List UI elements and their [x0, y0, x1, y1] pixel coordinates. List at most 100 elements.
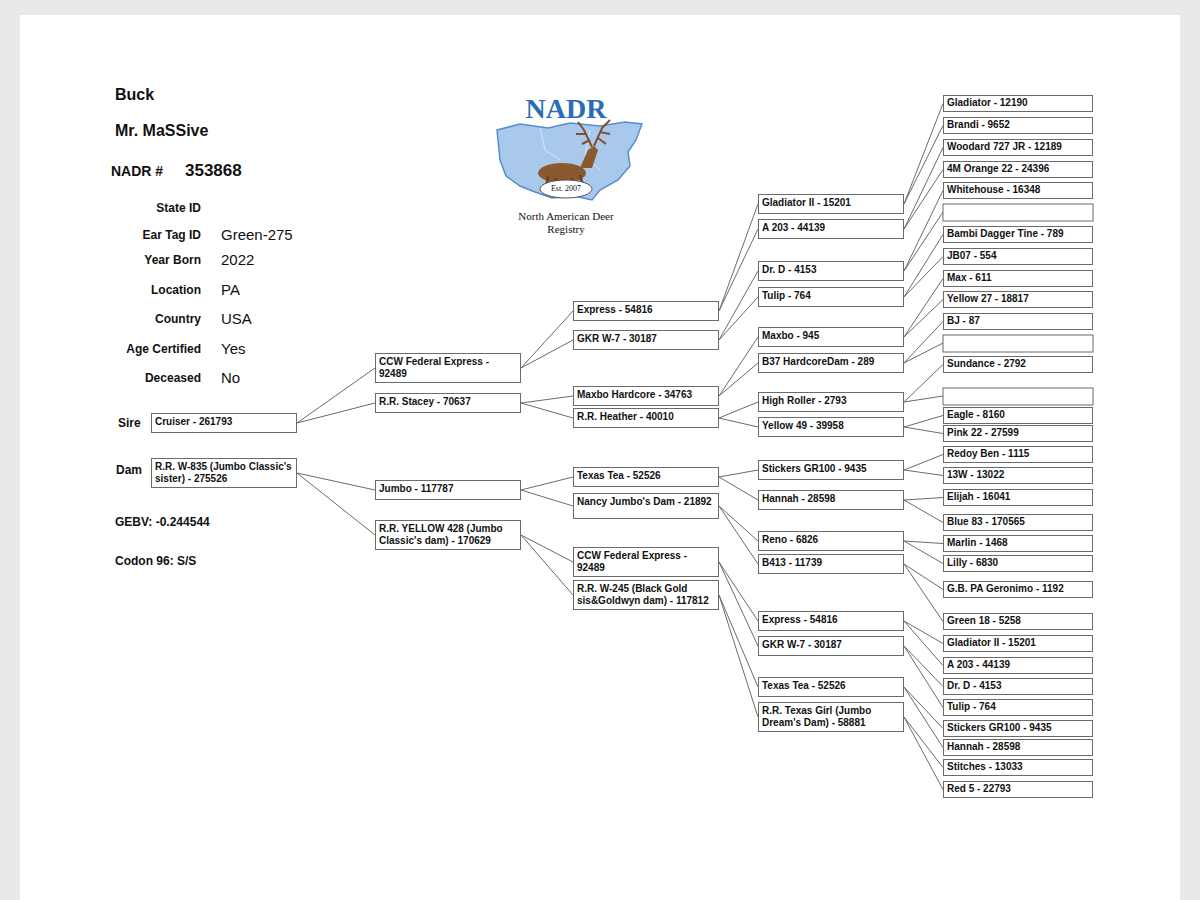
- registry-logo: [497, 120, 642, 200]
- info-label: Country: [155, 312, 201, 326]
- pedigree-line: [904, 427, 943, 434]
- pedigree-box: Stickers GR100 - 9435: [943, 720, 1093, 737]
- animal-name: JB07 - 554: [947, 250, 996, 261]
- info-label: Green-275: [221, 226, 293, 243]
- pedigree-line: [904, 687, 943, 729]
- pedigree-line: [719, 506, 758, 564]
- pedigree-line: [521, 535, 573, 562]
- pedigree-box: Pink 22 - 27599: [943, 425, 1093, 442]
- pedigree-line: [719, 477, 758, 500]
- animal-name: Jumbo - 117787: [379, 483, 453, 494]
- animal-name: Cruiser - 261793: [155, 416, 232, 427]
- pedigree-box: Marlin - 1468: [943, 535, 1093, 552]
- animal-name: CCW Federal Express - 92489: [379, 356, 489, 379]
- pedigree-box: JB07 - 554: [943, 248, 1093, 265]
- pedigree-box: 13W - 13022: [943, 467, 1093, 484]
- pedigree-box: Green 18 - 5258: [943, 613, 1093, 630]
- animal-name: Maxbo Hardcore - 34763: [577, 389, 692, 400]
- pedigree-line: [904, 646, 943, 708]
- pedigree-box: Gladiator - 12190: [943, 95, 1093, 112]
- pedigree-line: [719, 418, 758, 427]
- animal-name: Texas Tea - 52526: [762, 680, 846, 691]
- pedigree-line: [719, 297, 758, 340]
- pedigree-box: B37 HardcoreDam - 289: [758, 353, 904, 373]
- pedigree-line: [521, 396, 573, 403]
- pedigree-line: [719, 363, 758, 396]
- animal-name: BJ - 87: [947, 315, 980, 326]
- info-label: Year Born: [144, 253, 201, 267]
- animal-name: Stickers GR100 - 9435: [762, 463, 867, 474]
- pedigree-box: CCW Federal Express - 92489: [375, 353, 521, 383]
- animal-name: R.R. YELLOW 428 (Jumbo Classic's dam) - …: [379, 523, 503, 546]
- animal-name: Texas Tea - 52526: [577, 470, 661, 481]
- animal-name: B413 - 11739: [762, 557, 822, 568]
- pedigree-line: [521, 535, 573, 595]
- animal-name: Green 18 - 5258: [947, 615, 1021, 626]
- info-label: Ear Tag ID: [143, 228, 201, 242]
- animal-name: R.R. Heather - 40010: [577, 411, 674, 422]
- pedigree-line: [521, 477, 573, 490]
- empty-box: [943, 335, 1093, 352]
- pedigree-line: [904, 498, 943, 501]
- pedigree-box: Yellow 27 - 18817: [943, 291, 1093, 308]
- pedigree-line: [719, 595, 758, 717]
- pedigree-box: Texas Tea - 52526: [573, 467, 719, 487]
- info-label: Location: [151, 283, 201, 297]
- animal-name: Hannah - 28598: [762, 493, 835, 504]
- animal-name: Redoy Ben - 1115: [947, 448, 1029, 459]
- pedigree-line: [719, 229, 758, 311]
- animal-name: Blue 83 - 170565: [947, 516, 1025, 527]
- pedigree-line: [904, 170, 943, 230]
- pedigree-box: Maxbo - 945: [758, 327, 904, 347]
- animal-name: Gladiator II - 15201: [947, 637, 1036, 648]
- pedigree-box: Express - 54816: [758, 611, 904, 631]
- pedigree-box: A 203 - 44139: [758, 219, 904, 239]
- pedigree-line: [904, 470, 943, 476]
- animal-name: Reno - 6826: [762, 534, 818, 545]
- pedigree-box: R.R. W-245 (Black Gold sis&Goldwyn dam) …: [573, 580, 719, 610]
- animal-name: Dr. D - 4153: [947, 680, 1001, 691]
- animal-name: Gladiator II - 15201: [762, 197, 851, 208]
- animal-name: G.B. PA Geronimo - 1192: [947, 583, 1064, 594]
- logo-text: NADR: [526, 93, 607, 125]
- pedigree-box: Nancy Jumbo's Dam - 21892: [573, 493, 719, 519]
- info-label: USA: [221, 310, 252, 327]
- pedigree-box: Dr. D - 4153: [758, 261, 904, 281]
- animal-name: Tulip - 764: [762, 290, 811, 301]
- pedigree-line: [719, 337, 758, 396]
- pedigree-line: [719, 271, 758, 340]
- pedigree-box: Bambi Dagger Tine - 789: [943, 226, 1093, 243]
- info-label: No: [221, 369, 240, 386]
- pedigree-box: BJ - 87: [943, 313, 1093, 330]
- pedigree-line: [297, 473, 375, 490]
- animal-name: B37 HardcoreDam - 289: [762, 356, 874, 367]
- pedigree-box: A 203 - 44139: [943, 657, 1093, 674]
- pedigree-box: Stickers GR100 - 9435: [758, 460, 904, 480]
- pedigree-box: Red 5 - 22793: [943, 781, 1093, 798]
- pedigree-box: CCW Federal Express - 92489: [573, 547, 719, 577]
- pedigree-line: [297, 403, 375, 423]
- pedigree-box: R.R. Texas Girl (Jumbo Dream's Dam) - 58…: [758, 702, 904, 732]
- animal-name: GKR W-7 - 30187: [762, 639, 842, 650]
- pedigree-box: R.R. Heather - 40010: [573, 408, 719, 428]
- animal-name: Woodard 727 JR - 12189: [947, 141, 1062, 152]
- animal-name: High Roller - 2793: [762, 395, 846, 406]
- animal-name: Sundance - 2792: [947, 358, 1026, 369]
- info-label: PA: [221, 281, 240, 298]
- pedigree-line: [904, 300, 943, 338]
- pedigree-line: [904, 717, 943, 790]
- animal-name: Whitehouse - 16348: [947, 184, 1040, 195]
- pedigree-box: R.R. Stacey - 70637: [375, 393, 521, 413]
- pedigree-line: [297, 368, 375, 423]
- pedigree-line: [719, 204, 758, 311]
- pedigree-box: Texas Tea - 52526: [758, 677, 904, 697]
- pedigree-box: Dr. D - 4153: [943, 678, 1093, 695]
- info-label: Yes: [221, 340, 245, 357]
- info-label: Sire: [118, 416, 141, 430]
- animal-name: Stickers GR100 - 9435: [947, 722, 1052, 733]
- pedigree-box: R.R. W-835 (Jumbo Classic's sister) - 27…: [151, 458, 297, 488]
- pedigree-box: Tulip - 764: [943, 699, 1093, 716]
- pedigree-line: [904, 541, 943, 564]
- animal-name: Brandi - 9652: [947, 119, 1010, 130]
- pedigree-box: Lilly - 6830: [943, 555, 1093, 572]
